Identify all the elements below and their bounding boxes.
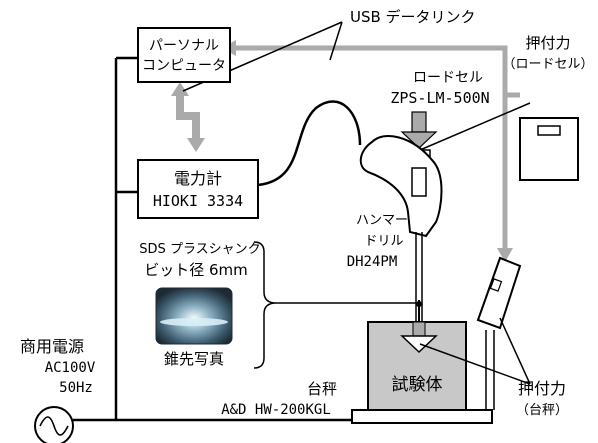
power-meter-model: HIOKI 3334 [153,192,243,210]
loadcell-model: ZPS-LM-500N [390,89,489,107]
force-top-label: 押付力 [525,34,570,52]
force-bottom-sublabel: （台秤） [516,403,568,418]
force-top-sublabel: （ロードセル） [502,57,593,72]
drill-power-cable [258,102,360,185]
bit-tip-photo [156,288,232,344]
pc-meter-double-arrow [171,82,205,152]
scale-label: 台秤 [307,380,337,398]
force-bottom-label: 押付力 [518,379,566,398]
ac-source-icon [35,407,73,443]
power-source-label: 商用電源 [20,337,84,356]
loadcell-indicator [520,118,578,180]
drill-label-line2: ドリル [364,234,403,249]
pc-label-line1: パーソナル [149,38,219,54]
pc-label-line2: コンピュータ [142,58,226,74]
photo-caption: 錐先写真 [164,350,224,368]
bit-diameter-label: ビット径 6mm [144,261,248,279]
power-meter-box: 電力計 HIOKI 3334 [138,160,258,218]
power-voltage: AC100V [45,360,96,376]
usb-link-label: USB データリンク [350,8,476,26]
loadcell-callout-line [420,103,530,150]
platform-scale [352,410,492,423]
scale-model: A&D HW-200KGL [221,402,331,418]
power-wiring [92,58,400,420]
bit-bracket [254,242,276,368]
loadcell-name: ロードセル [413,70,483,86]
scale-indicator [478,258,520,410]
power-meter-label: 電力計 [174,169,222,188]
drill-model: DH24PM [347,254,398,270]
drill-chuck [412,168,426,196]
pc-box: パーソナル コンピュータ [138,28,230,82]
power-frequency: 50Hz [59,380,93,396]
specimen-label: 試験体 [392,375,443,395]
drill-bit [416,232,422,330]
drill-label-line1: ハンマー [356,213,408,228]
bit-shank-label: SDS プラスシャンク [139,242,260,257]
bit-marker-dot [416,301,422,307]
